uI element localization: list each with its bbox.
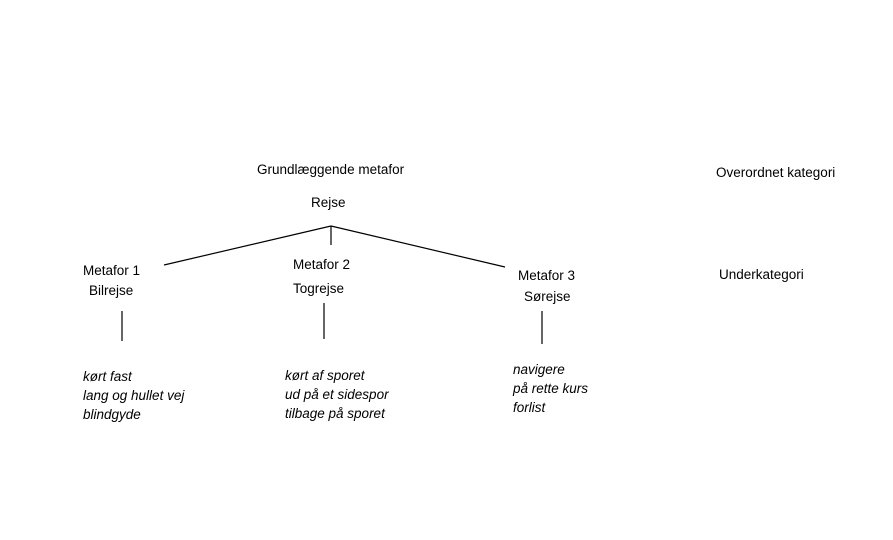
level-top-label: Overordnet kategori	[716, 165, 836, 180]
root-label: Rejse	[311, 195, 346, 210]
example-2-1: kørt af sporet	[285, 368, 365, 383]
branch-line-left	[163, 225, 332, 266]
metaphor-3-title: Metafor 3	[518, 268, 576, 283]
metaphor-1-name: Bilrejse	[89, 283, 134, 298]
example-2-3: tilbage på sporet	[285, 406, 385, 421]
example-3-3: forlist	[513, 400, 546, 415]
example-1-3: blindgyde	[83, 407, 141, 422]
example-1-1: kørt fast	[83, 369, 132, 384]
example-1-2: lang og hullet vej	[83, 388, 185, 403]
metaphor-1-title: Metafor 1	[83, 263, 141, 278]
example-2-2: ud på et sidespor	[285, 387, 389, 402]
metaphor-3-name: Sørejse	[524, 289, 571, 304]
metaphor-2-name: Togrejse	[293, 281, 345, 296]
example-3-1: navigere	[513, 362, 565, 377]
level-sub-label: Underkategori	[719, 267, 804, 282]
root-heading: Grundlæggende metafor	[257, 162, 405, 177]
example-3-2: på rette kurs	[513, 381, 589, 396]
branch-line-right	[330, 225, 506, 268]
metaphor-2-title: Metafor 2	[293, 257, 351, 272]
